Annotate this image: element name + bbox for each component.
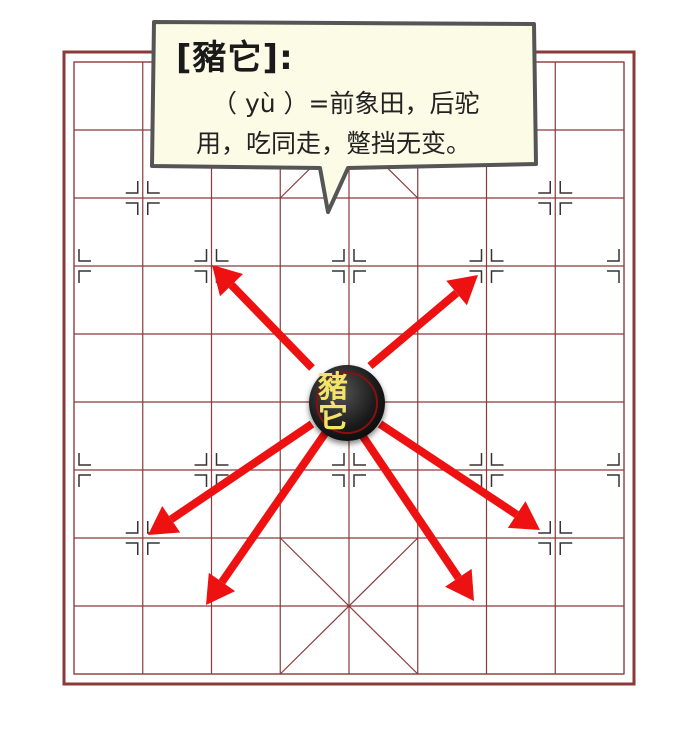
corner-mark	[559, 521, 573, 534]
move-arrows	[148, 265, 540, 605]
corner-mark	[147, 542, 160, 555]
corner-mark	[78, 453, 91, 466]
corner-mark	[353, 453, 366, 466]
palace-diagonal	[279, 537, 419, 675]
corner-mark	[353, 474, 366, 487]
corner-mark	[78, 270, 91, 283]
corner-mark	[469, 249, 483, 262]
corner-mark	[194, 270, 208, 283]
arrow-head	[507, 501, 540, 530]
corner-mark	[469, 270, 483, 283]
callout-title: [豬它]:	[176, 38, 294, 78]
piece-label: 豬它	[318, 370, 348, 435]
corner-mark	[215, 249, 229, 262]
corner-mark	[332, 270, 345, 283]
corner-mark	[332, 453, 345, 466]
corner-mark	[194, 474, 208, 487]
arrow-shaft	[168, 420, 315, 523]
corner-mark	[469, 474, 483, 487]
corner-mark	[147, 202, 160, 215]
corner-mark	[78, 474, 91, 487]
arrow-head	[445, 568, 474, 601]
move-up-left-arrow	[212, 265, 315, 371]
corner-mark	[538, 521, 551, 534]
corner-mark	[353, 270, 366, 283]
corner-mark	[538, 542, 551, 555]
corner-mark	[559, 202, 573, 215]
piece-rim: 豬它	[316, 372, 378, 434]
move-down-left-wide-arrow	[148, 420, 315, 535]
arrow-head	[148, 506, 181, 535]
corner-mark	[607, 474, 620, 487]
corner-mark	[215, 474, 229, 487]
corner-mark	[469, 453, 483, 466]
corner-mark	[125, 202, 139, 215]
move-down-left-arrow	[206, 429, 330, 605]
corner-mark	[125, 181, 139, 194]
corner-mark	[490, 453, 504, 466]
corner-mark	[538, 181, 551, 194]
corner-mark	[332, 474, 345, 487]
position-marks	[78, 181, 620, 555]
corner-mark	[490, 474, 504, 487]
move-down-right-arrow	[356, 429, 474, 601]
callout-rule-line-2: 用，吃同走，蹩挡无变。	[196, 129, 472, 158]
corner-mark	[125, 542, 139, 555]
corner-mark	[353, 249, 366, 262]
callout-rule-line-1: （ yù ）=前象田，后驼	[212, 89, 480, 118]
arrow-shaft	[228, 282, 315, 371]
corner-mark	[607, 249, 620, 262]
arrow-shaft	[367, 289, 460, 370]
callout-bubble	[150, 20, 538, 214]
corner-mark	[78, 249, 91, 262]
corner-mark	[125, 521, 139, 534]
corner-mark	[332, 249, 345, 262]
corner-mark	[490, 249, 504, 262]
corner-mark	[490, 270, 504, 283]
corner-mark	[538, 202, 551, 215]
move-up-right-arrow	[367, 275, 478, 370]
corner-mark	[559, 542, 573, 555]
corner-mark	[194, 453, 208, 466]
arrow-shaft	[218, 429, 330, 585]
corner-mark	[559, 181, 573, 194]
black-piece[interactable]: 豬它	[309, 365, 385, 441]
arrow-shaft	[356, 429, 462, 581]
arrow-shaft	[377, 420, 519, 518]
corner-mark	[607, 453, 620, 466]
arrow-head	[446, 275, 478, 306]
corner-mark	[194, 249, 208, 262]
arrow-head	[212, 265, 243, 297]
corner-mark	[607, 270, 620, 283]
move-down-right-wide-arrow	[377, 420, 540, 530]
corner-mark	[215, 453, 229, 466]
corner-mark	[147, 181, 160, 194]
arrow-head	[206, 572, 236, 605]
